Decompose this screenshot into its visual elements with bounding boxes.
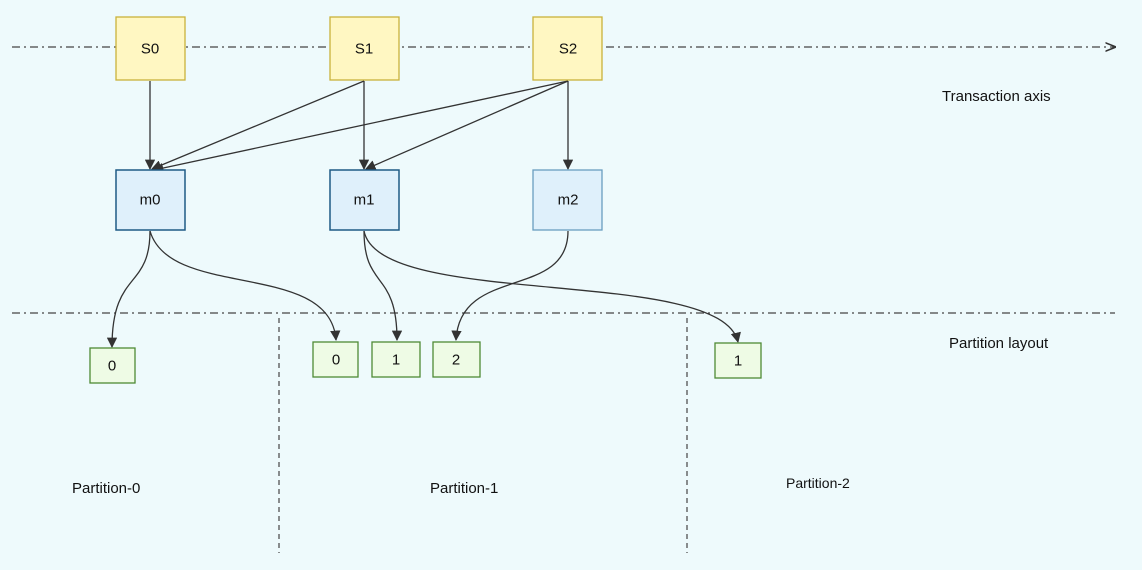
node-s1-label: S1 (355, 41, 373, 58)
offset-p1-0: 0 (312, 341, 359, 378)
offset-p1-0-label: 0 (332, 352, 340, 369)
partition-1-label: Partition-1 (430, 480, 498, 497)
node-m1-label: m1 (354, 192, 375, 209)
node-m1: m1 (329, 169, 400, 231)
offset-p0-0: 0 (89, 347, 136, 384)
transaction-axis-label: Transaction axis (942, 88, 1051, 105)
offset-p1-1: 1 (371, 341, 421, 378)
edge-m0-p0-0 (106, 230, 151, 349)
source-edges (144, 80, 574, 174)
node-s2: S2 (532, 16, 603, 81)
edge-s2-m1 (365, 80, 569, 171)
offset-p1-2: 2 (432, 341, 481, 378)
edge-m0-p1-0 (149, 230, 341, 342)
node-m2: m2 (532, 169, 603, 231)
node-m2-label: m2 (558, 192, 579, 209)
edge-m1-p1-1 (363, 230, 403, 342)
offset-p1-2-label: 2 (452, 352, 460, 369)
node-m0-label: m0 (140, 192, 161, 209)
offset-p2-1: 1 (714, 342, 762, 379)
edge-m1-p2-1 (363, 230, 741, 344)
edge-m2-p1-2 (451, 230, 569, 342)
offset-p0-0-label: 0 (108, 358, 116, 375)
node-s0: S0 (115, 16, 186, 81)
partition-2-label: Partition-2 (786, 475, 850, 491)
node-s2-label: S2 (559, 41, 577, 58)
node-s0-label: S0 (141, 41, 159, 58)
offset-p2-1-label: 1 (734, 353, 742, 370)
edge-s1-m0 (151, 80, 365, 171)
node-m0: m0 (115, 169, 186, 231)
node-s1: S1 (329, 16, 400, 81)
partition-layout-label: Partition layout (949, 335, 1049, 352)
partition-0-label: Partition-0 (72, 480, 140, 497)
edge-s2-m0 (152, 80, 569, 174)
offset-p1-1-label: 1 (392, 352, 400, 369)
message-edges (106, 230, 741, 349)
